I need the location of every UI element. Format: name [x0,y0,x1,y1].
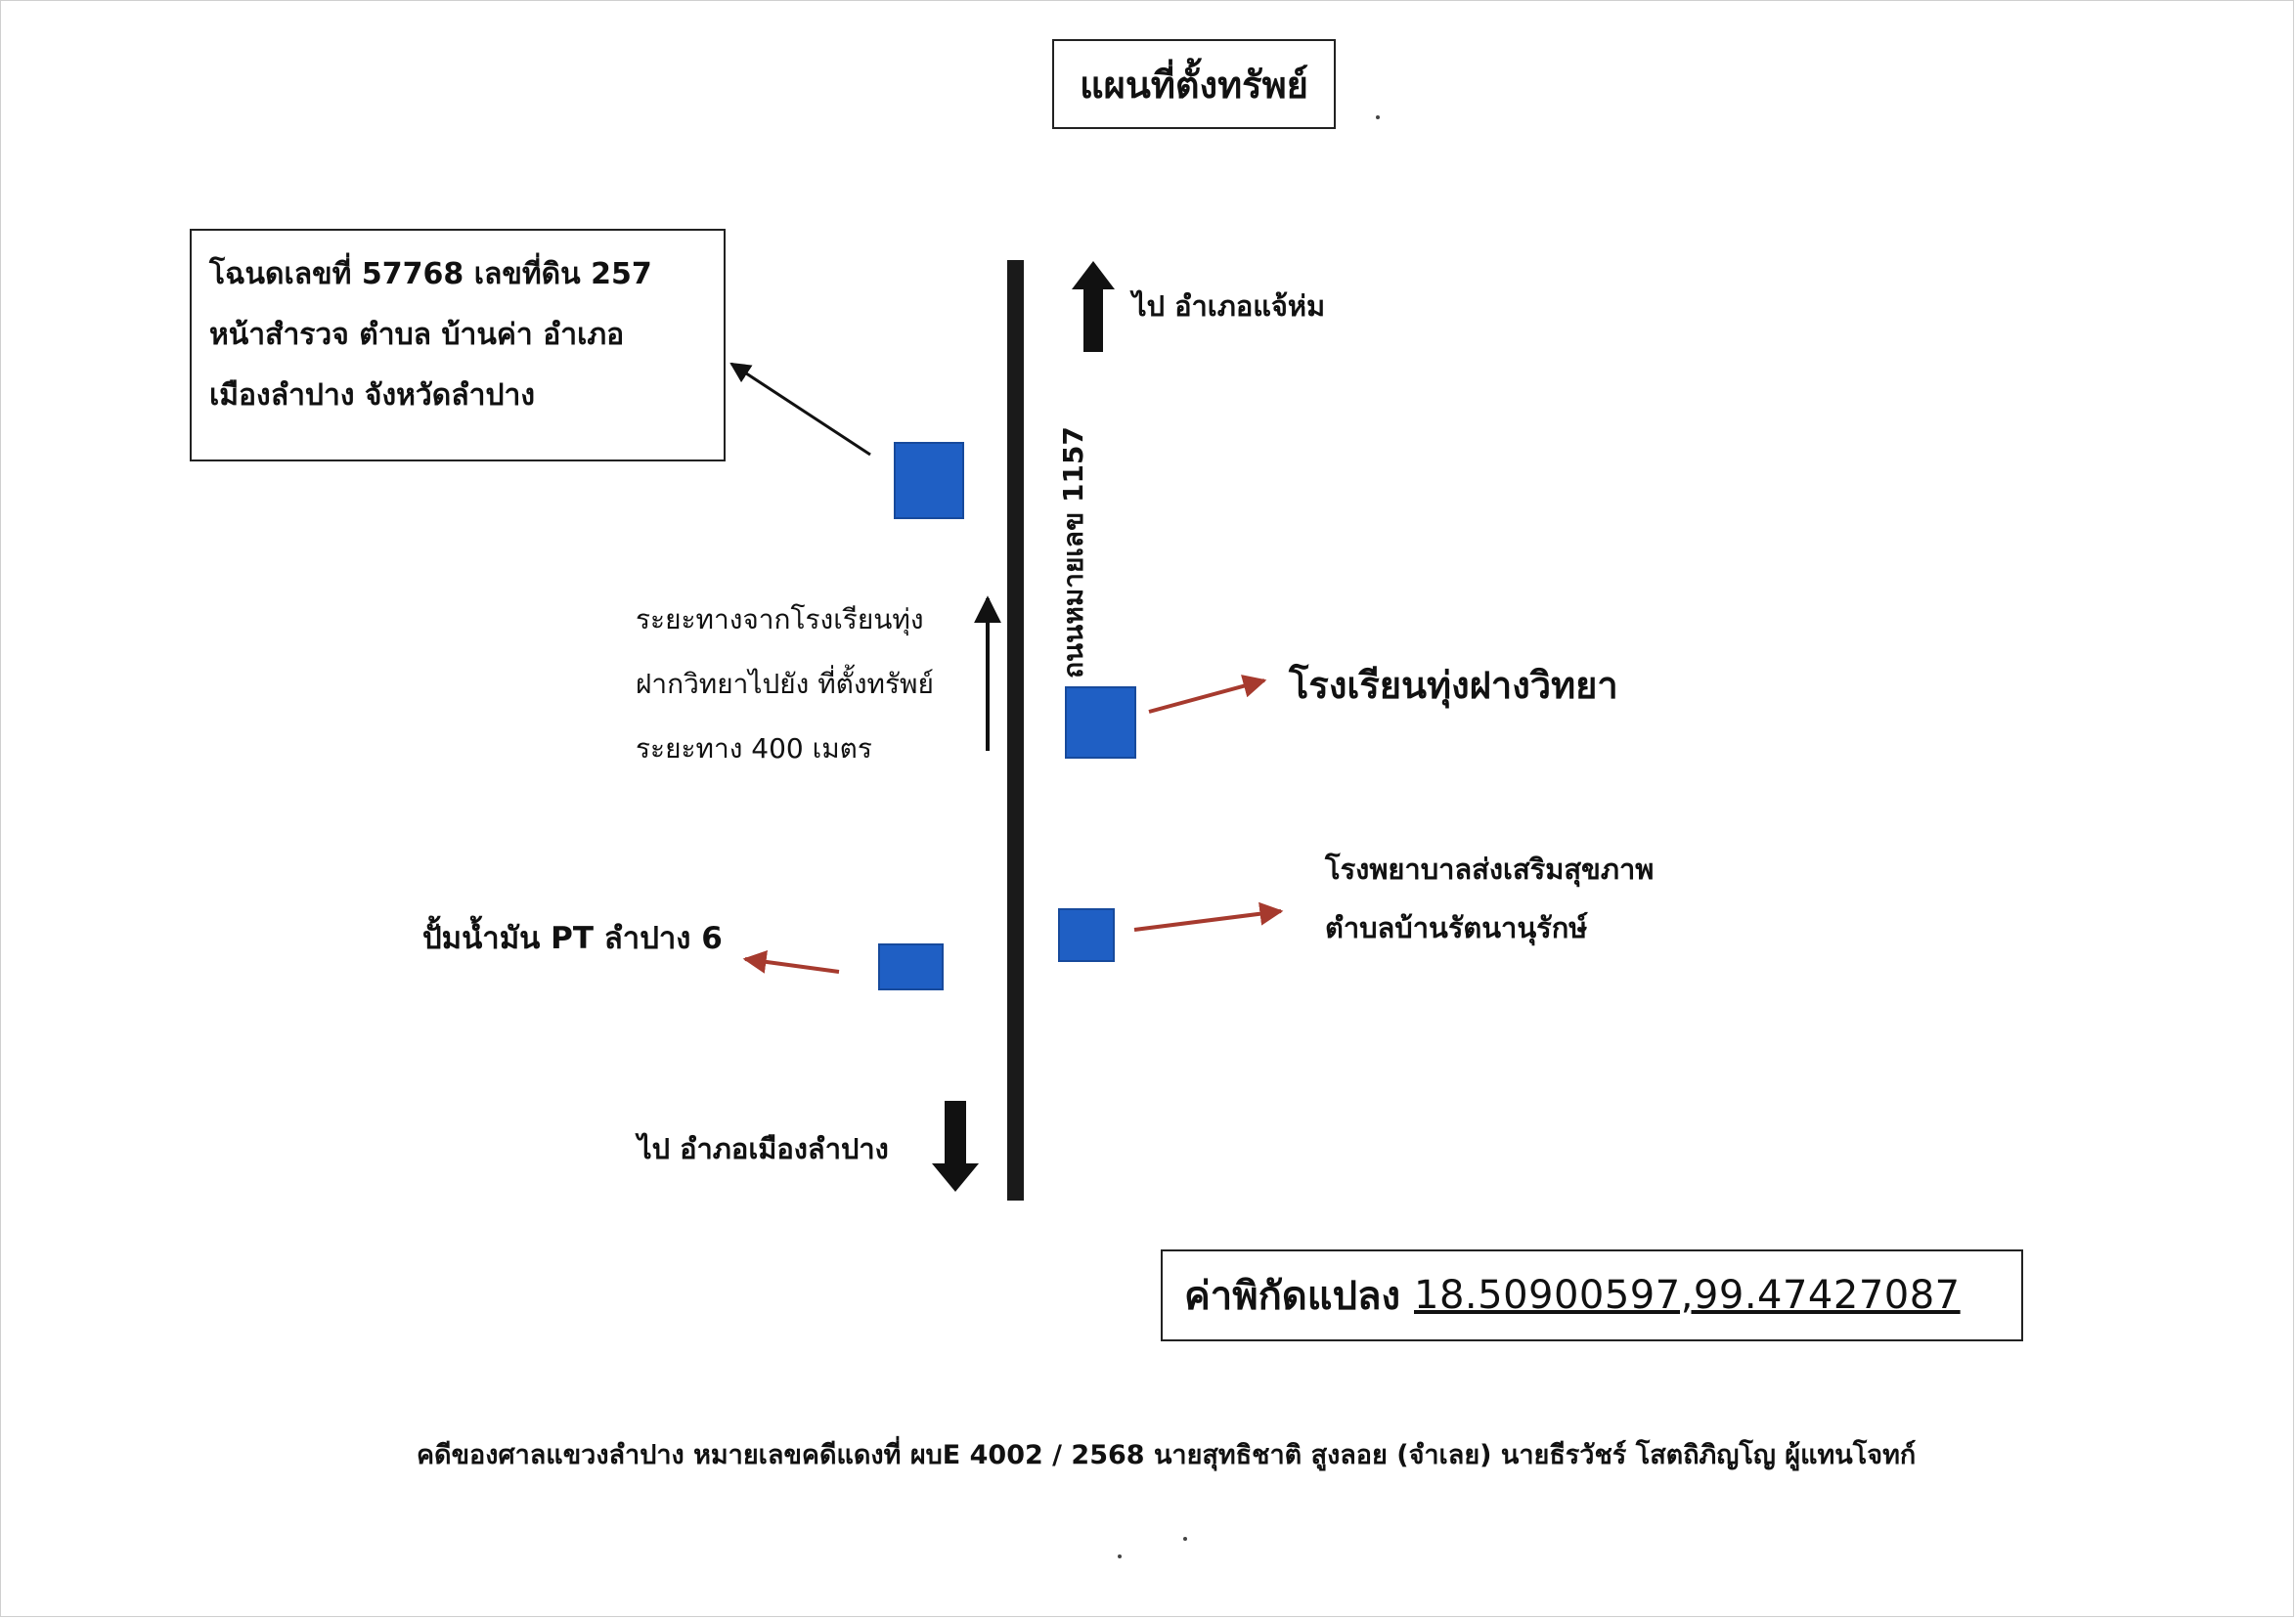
deed-info-box: โฉนดเลขที่ 57768 เลขที่ดิน 257 หน้าสำรวจ… [190,229,726,461]
coordinates-label: ค่าพิกัดแปลง [1184,1274,1400,1319]
south-arrow-icon [932,1101,979,1192]
north-arrow-icon [1072,261,1115,352]
school-label: โรงเรียนทุ่งฝางวิทยา [1289,664,1618,707]
scan-speck [1376,115,1380,119]
hospital-pointer-arrow [1133,901,1284,932]
deed-line-2: หน้าสำรวจ ตำบล บ้านค่า อำเภอ [209,318,625,352]
south-direction-label: ไป อำภอเมืองลำปาง [638,1132,889,1165]
gas-station-pointer-arrow [742,950,840,974]
distance-line-1: ระยะทางจากโรงเรียนทุ่ง [636,603,924,635]
coordinates-box: ค่าพิกัดแปลง 18.50900597,99.47427087 [1161,1249,2023,1341]
deed-line-1: โฉนดเลขที่ 57768 เลขที่ดิน 257 [209,257,652,291]
property-marker [894,442,964,519]
road-label: ถนนหมายเลข 1157 [1057,426,1089,678]
hospital-marker [1058,908,1115,962]
distance-line-2: ฝากวิทยาไปยัง ที่ตั้งทรัพย์ [636,668,934,700]
hospital-label-line-1: โรงพยาบาลส่งเสริมสุขภาพ [1325,853,1655,886]
map-title: แผนที่ตั้งทรัพย์ [1052,39,1336,129]
scan-speck [1183,1537,1187,1541]
gas-station-label: ปั้มน้ำมัน PT ลำปาง 6 [422,921,723,956]
hospital-label-line-2: ตำบลบ้านรัตนานุรักษ์ [1325,911,1588,944]
school-marker [1065,686,1136,759]
school-pointer-arrow [1148,675,1267,714]
north-direction-label: ไป อำเภอแจ้ห่ม [1132,289,1326,323]
deed-pointer-arrow [729,362,871,457]
deed-line-3: เมืองลำปาง จังหวัดลำปาง [209,378,536,413]
distance-line-3: ระยะทาง 400 เมตร [636,732,872,765]
road-1157 [1007,260,1024,1201]
case-footer: คดีของศาลแขวงลำปาง หมายเลขคดีแดงที่ ผบE … [417,1440,1917,1470]
gas-station-marker [878,943,944,990]
coordinates-value: 18.50900597,99.47427087 [1414,1273,1961,1318]
scan-speck [1118,1554,1122,1558]
